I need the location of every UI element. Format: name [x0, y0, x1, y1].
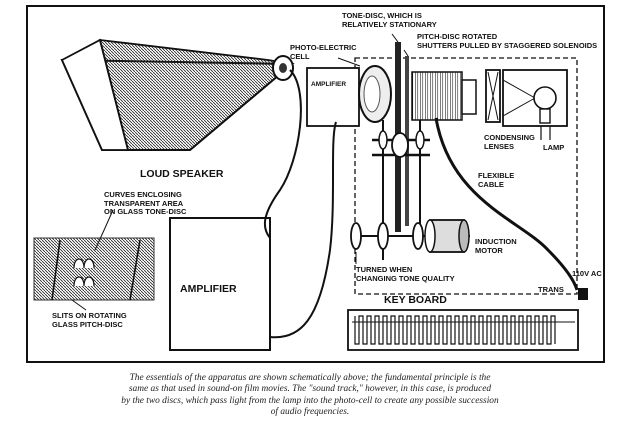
keyboard — [347, 309, 579, 351]
main-amplifier-box — [169, 217, 271, 351]
figure-caption: The essentials of the apparatus are show… — [36, 373, 584, 419]
transformer — [578, 288, 588, 300]
keyboard-label: KEY BOARD — [384, 294, 447, 306]
flexible-cable — [434, 117, 579, 291]
voltage-label: 110V AC — [572, 269, 602, 278]
caption-line: by the two discs, which pass light from … — [121, 395, 499, 406]
trans-label: TRANS — [538, 285, 564, 294]
drive-shafts — [372, 120, 430, 260]
induction-motor — [356, 219, 470, 253]
small-amplifier-box — [306, 67, 360, 127]
apparatus-enclosure — [354, 57, 578, 295]
wiring — [263, 69, 337, 339]
solenoid-shutters — [411, 71, 463, 121]
disc-detail-illustration — [33, 237, 155, 301]
diagram-frame — [26, 5, 605, 363]
loud-speaker-label: LOUD SPEAKER — [140, 168, 224, 180]
small-amplifier-label: AMPLIFIER — [311, 81, 347, 88]
main-amplifier-label: AMPLIFIER — [180, 283, 237, 295]
loud-speaker-horn — [60, 38, 295, 151]
lamp — [502, 69, 568, 140]
lamp-label: LAMP — [543, 143, 565, 152]
caption-line: same as that used in sound-on film movie… — [128, 384, 492, 395]
tone-quality-wheel — [350, 222, 424, 250]
caption-line: of audio frequencies. — [270, 407, 350, 418]
caption-line: The essentials of the apparatus are show… — [129, 373, 491, 383]
condensing-lenses — [485, 69, 501, 123]
leader-lines — [71, 33, 409, 311]
